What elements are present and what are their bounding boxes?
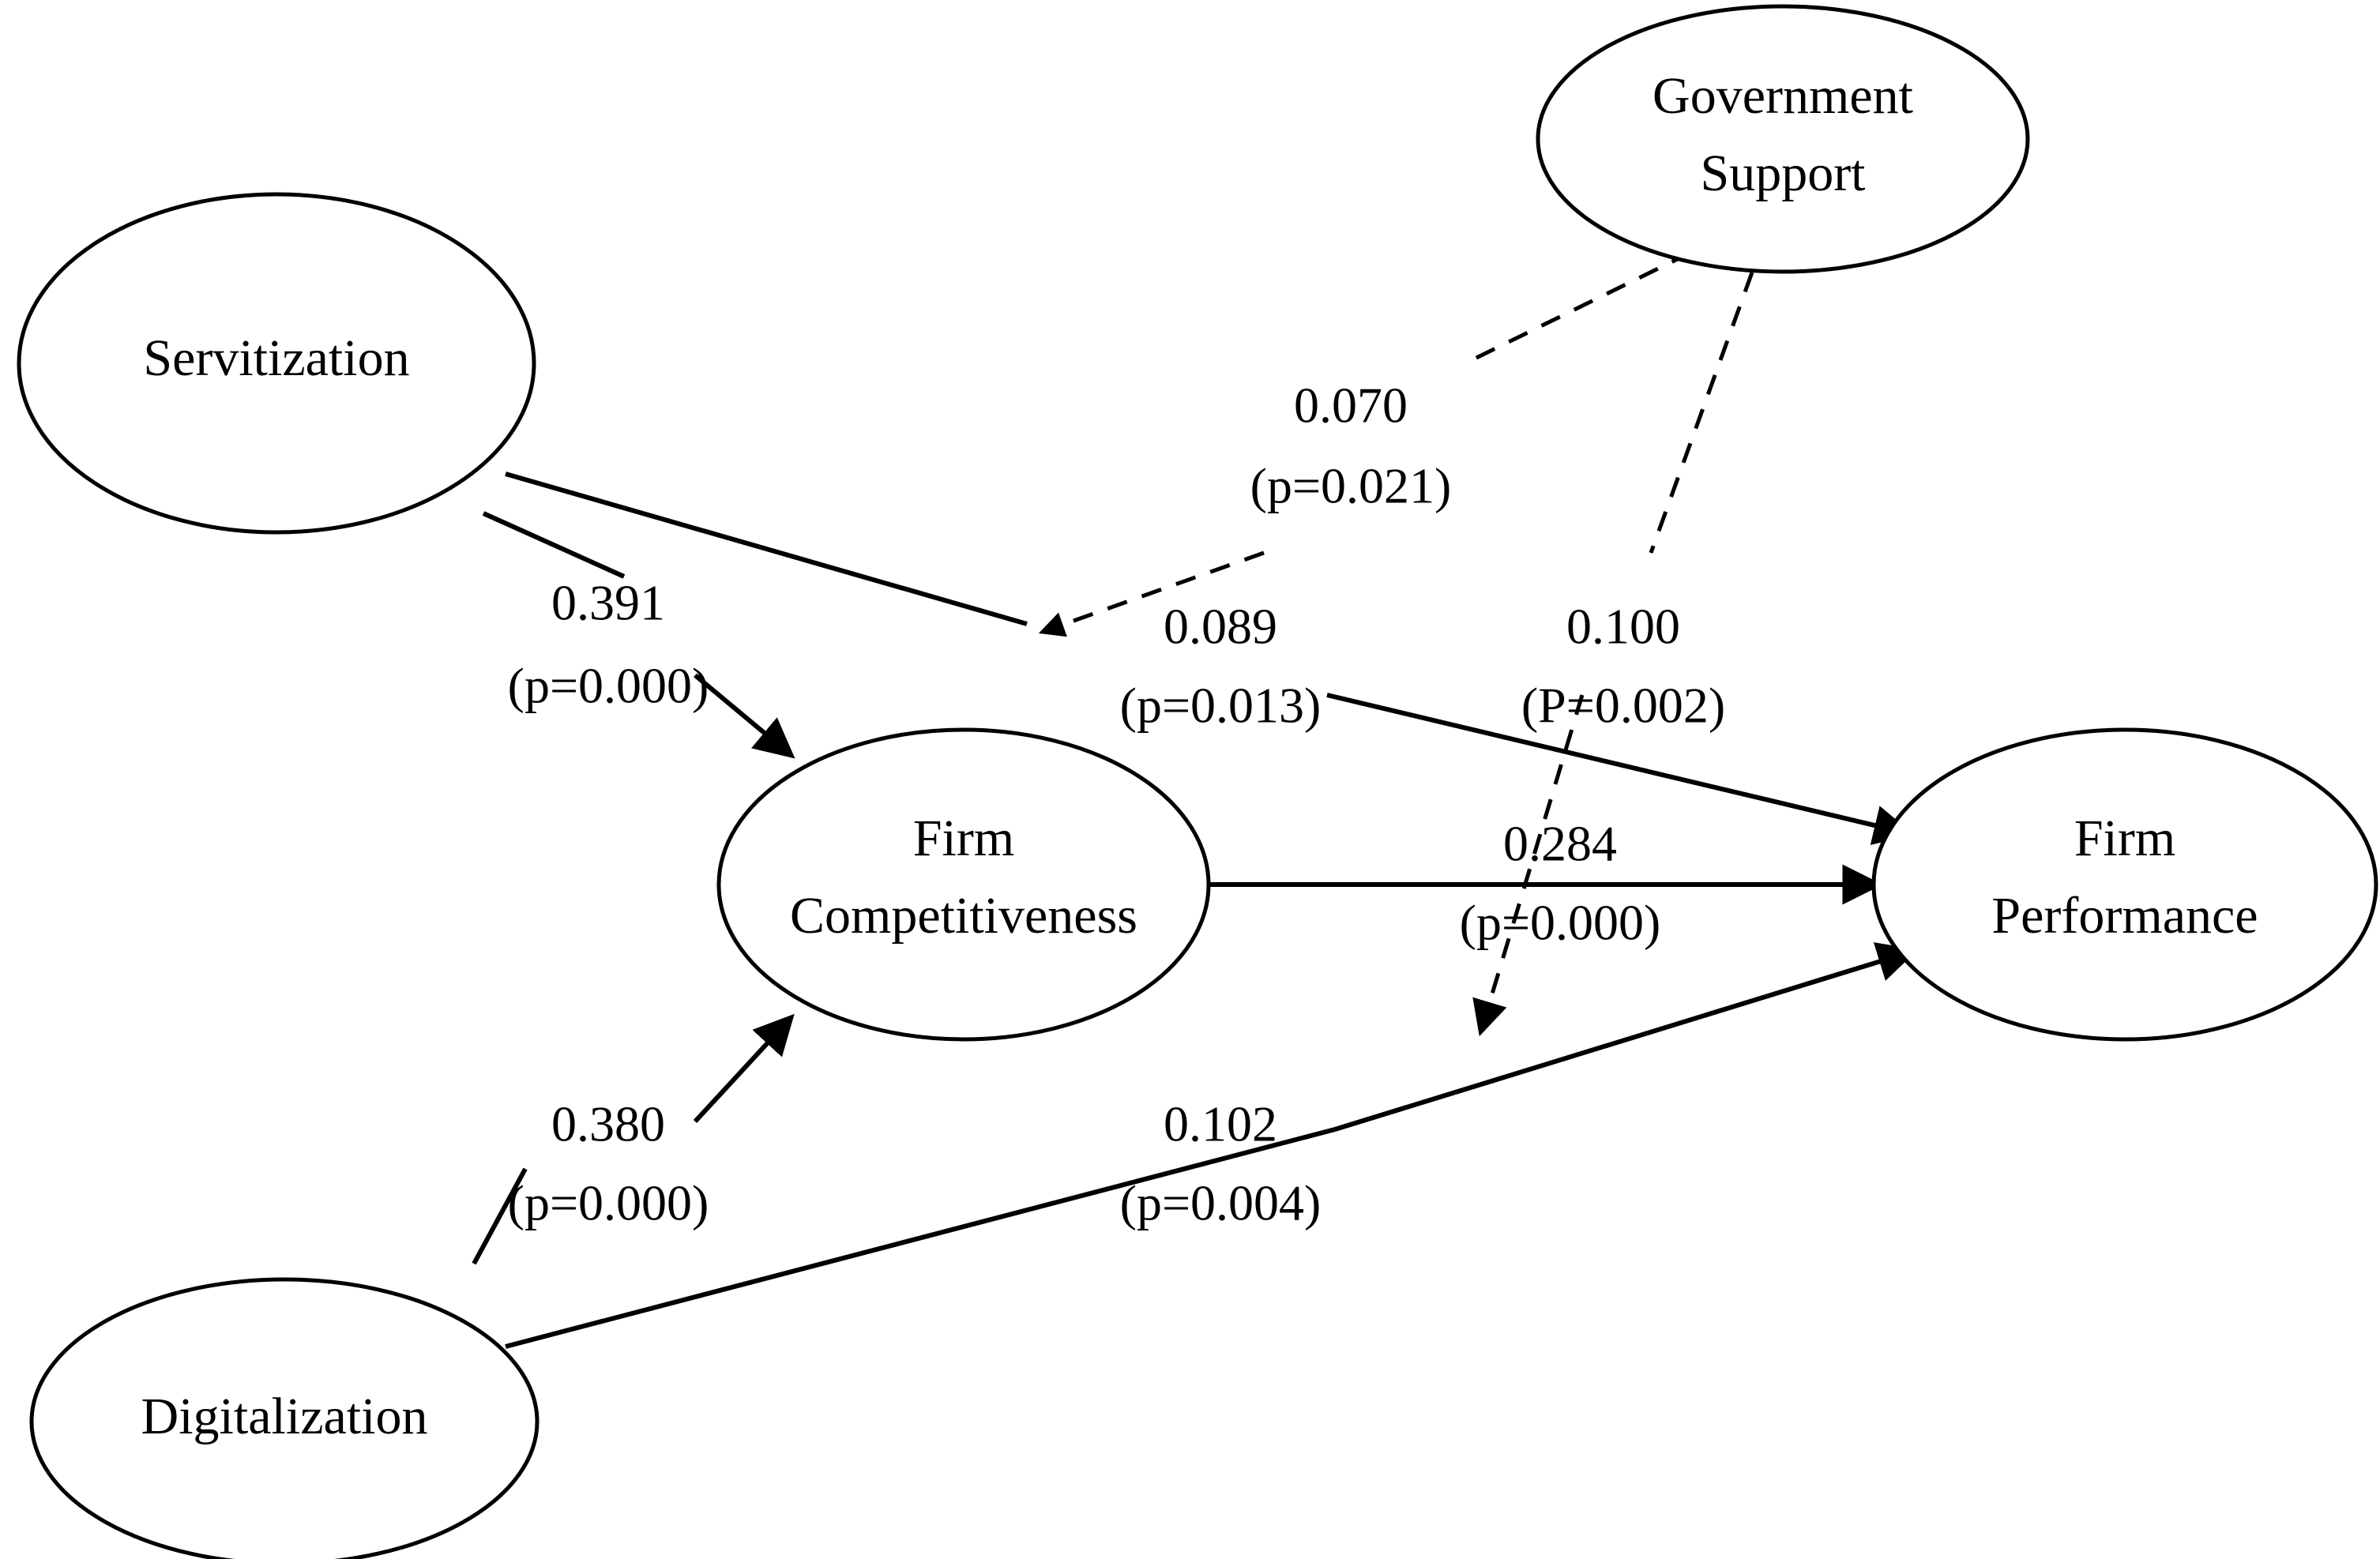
edge-label-gs-mod-b-pvalue: (P=0.002) [1521, 678, 1725, 734]
edge-label-serv-fc-coefficient: 0.391 [551, 575, 665, 631]
edge-label-gs-mod-a-pvalue: (p=0.021) [1250, 458, 1452, 514]
node-digitalization[interactable]: Digitalization [29, 1277, 540, 1559]
edge-line-digi-fp-lower [505, 1127, 1336, 1349]
node-firm-competitiveness-ellipse[interactable] [716, 727, 1211, 1042]
edge-label-gs-mod-b-coefficient: 0.100 [1566, 599, 1680, 655]
edge-label-serv-fp-coefficient: 0.089 [1164, 599, 1277, 655]
edge-line-digi-fc-arrow [693, 1013, 795, 1124]
node-servitization-ellipse[interactable] [17, 192, 536, 535]
edge-label-fc-fp-pvalue: (p=0.000) [1460, 895, 1661, 951]
edge-label-serv-fp: 0.089 (p=0.013) [1120, 599, 1322, 734]
edge-label-serv-fc-pvalue: (p=0.000) [508, 658, 709, 714]
edge-servitization-to-firm-competitiveness [482, 471, 1028, 759]
edge-line-serv-fc-arrow [694, 673, 795, 759]
node-firm-competitiveness-label-line2: Competitiveness [790, 887, 1137, 945]
node-firm-performance-label-line2: Performance [1991, 887, 2258, 945]
node-government-support[interactable]: Government Support [1536, 4, 2030, 274]
edge-label-digi-fp-pvalue: (p=0.004) [1120, 1175, 1322, 1231]
edge-line-serv-fc-main [505, 471, 1028, 626]
edge-government-support-moderation-a [1038, 250, 1692, 637]
node-firm-performance-ellipse[interactable] [1871, 727, 2378, 1042]
edge-label-serv-fp-pvalue: (p=0.013) [1120, 678, 1322, 734]
edge-label-gs-moderation-b: 0.100 (P=0.002) [1521, 599, 1725, 734]
node-firm-performance[interactable]: Firm Performance [1871, 727, 2378, 1042]
edge-line-digi-fp-upper [1334, 942, 1919, 1132]
edge-label-gs-mod-a-coefficient: 0.070 [1294, 378, 1408, 434]
node-government-support-label-line2: Support [1700, 145, 1865, 202]
edge-line-gs-mod-a-upper [1472, 250, 1692, 362]
edge-label-serv-fc: 0.391 (p=0.000) [508, 575, 709, 714]
edge-line-gs-mod-b-upper [1649, 272, 1754, 554]
edge-line-digi-fc-stub [472, 1167, 528, 1265]
edge-label-digi-fc-coefficient: 0.380 [551, 1096, 665, 1152]
node-digitalization-ellipse[interactable] [29, 1277, 540, 1559]
edge-label-digi-fc-pvalue: (p=0.000) [508, 1175, 709, 1231]
edge-label-fc-fp: 0.284 (p=0.000) [1460, 816, 1661, 951]
edge-government-support-moderation-b [1472, 272, 1754, 1037]
node-government-support-ellipse[interactable] [1536, 4, 2030, 274]
edge-digitalization-to-firm-performance [505, 942, 1919, 1349]
edge-digitalization-to-firm-competitiveness [472, 1013, 795, 1265]
edge-label-gs-moderation-a: 0.070 (p=0.021) [1250, 378, 1452, 514]
edge-label-digi-fp: 0.102 (p=0.004) [1120, 1096, 1322, 1231]
node-government-support-label-line1: Government [1652, 67, 1913, 125]
edge-label-digi-fp-coefficient: 0.102 [1164, 1096, 1277, 1152]
node-digitalization-label: Digitalization [141, 1388, 428, 1445]
node-firm-competitiveness-label-line1: Firm [913, 810, 1014, 867]
node-servitization-label: Servitization [143, 329, 409, 387]
edge-line-serv-fc-stub [482, 511, 626, 579]
node-firm-competitiveness[interactable]: Firm Competitiveness [716, 727, 1211, 1042]
edge-label-digi-fc: 0.380 (p=0.000) [508, 1096, 709, 1231]
edge-line-gs-mod-b-lower [1472, 694, 1585, 1037]
node-firm-performance-label-line1: Firm [2074, 810, 2175, 867]
edge-line-gs-mod-a-lower [1038, 550, 1265, 637]
node-servitization[interactable]: Servitization [17, 192, 536, 535]
edge-label-fc-fp-coefficient: 0.284 [1503, 816, 1617, 872]
edge-line-serv-fp [1326, 693, 1915, 845]
edge-servitization-to-firm-performance [1326, 693, 1915, 845]
